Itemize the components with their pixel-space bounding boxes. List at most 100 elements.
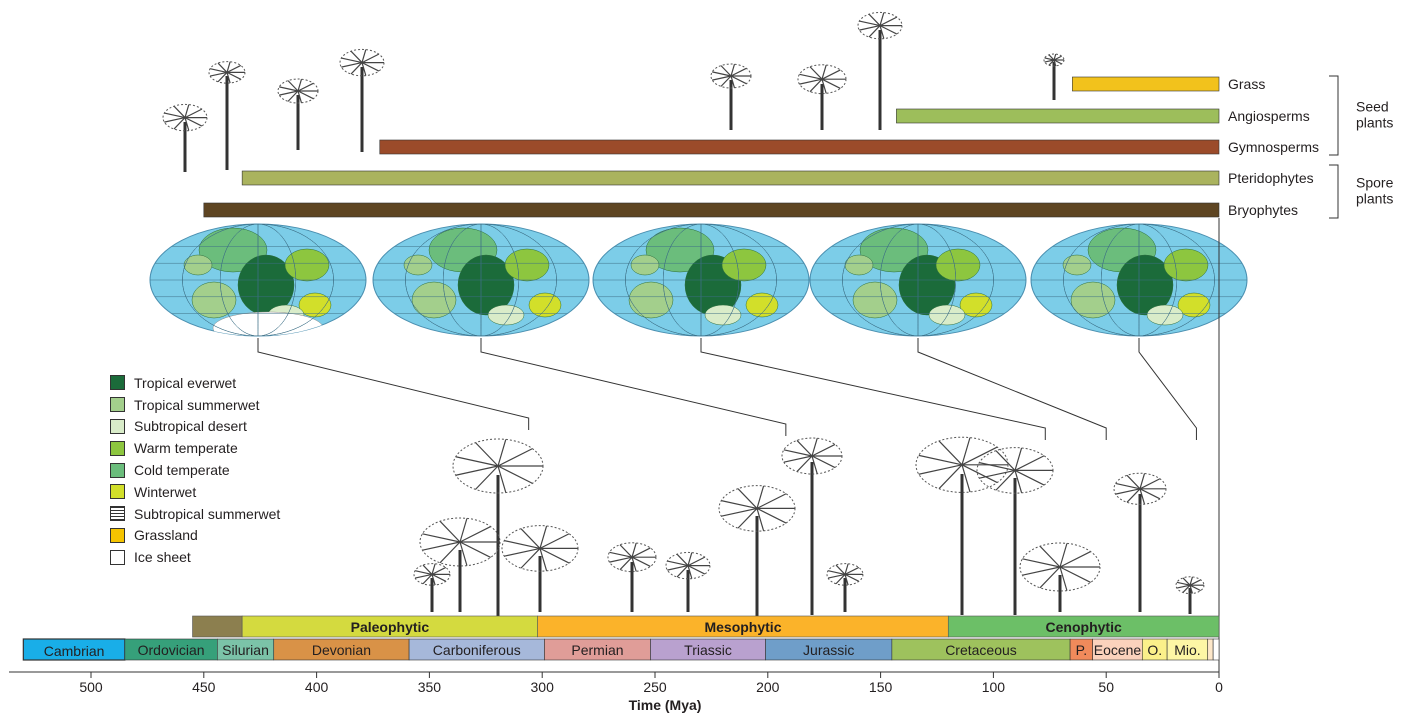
tick-label: 300 (531, 679, 555, 695)
umbrella-tree-sketch (857, 11, 903, 130)
legend-item: Ice sheet (110, 546, 280, 568)
legend-item: Tropical everwet (110, 372, 280, 394)
period-label: Cambrian (44, 643, 105, 659)
legend-swatch (110, 462, 125, 478)
era-label: Cenophytic (1046, 619, 1122, 635)
legend-swatch (110, 549, 125, 565)
legend-label: Ice sheet (134, 549, 191, 566)
landmass (1146, 304, 1184, 326)
period-label: Triassic (684, 642, 732, 658)
legend-swatch (110, 484, 125, 500)
legend-swatch (110, 375, 125, 391)
landmass (721, 248, 767, 282)
legend-label: Cold temperate (134, 462, 230, 479)
connector-line (700, 338, 1046, 440)
continents (1031, 224, 1247, 336)
paleo-globe (372, 223, 590, 337)
bennettite-sketch (665, 551, 711, 612)
group-label: Gymnosperms (1228, 139, 1319, 155)
grass-tuft-sketch (1175, 576, 1205, 614)
group-bar (379, 139, 1220, 155)
globe-connector-lines (257, 218, 1220, 672)
tick-label: 50 (1098, 679, 1114, 695)
era-segment (947, 615, 1220, 638)
landmass (1163, 248, 1209, 282)
bracket (1329, 164, 1339, 219)
landmass (959, 292, 993, 318)
conifer-sketch (339, 48, 385, 152)
group-bar (896, 108, 1220, 124)
legend-label: Warm temperate (134, 440, 238, 457)
landmass (704, 304, 742, 326)
plant-silhouettes (162, 11, 1205, 618)
connector-line (257, 338, 530, 430)
group-bar (241, 170, 1220, 186)
landmass (191, 281, 237, 319)
continents (810, 224, 1026, 336)
palm-sketch (710, 63, 752, 130)
legend-item: Winterwet (110, 481, 280, 503)
tick-label: 250 (643, 679, 667, 695)
tick-label: 200 (756, 679, 780, 695)
axis-title: Time (Mya) (629, 697, 702, 713)
paleo-globe (149, 223, 367, 337)
era-label: Paleophytic (351, 619, 430, 635)
cycad-small-sketch (826, 563, 864, 612)
lepidodendron-sketch (208, 61, 246, 170)
landmass (1070, 281, 1116, 319)
plant-group-bars: GrassAngiospermsGymnospermsPteridophytes… (203, 76, 1319, 218)
group-bar (203, 202, 1220, 218)
tick-label: 150 (869, 679, 893, 695)
paleo-globe (1030, 223, 1248, 337)
bracket-label: plants (1356, 115, 1393, 131)
period-label: Ordovician (138, 642, 205, 658)
bracket-label: Seed (1356, 99, 1389, 115)
legend-label: Winterwet (134, 483, 197, 500)
legend-item: Grassland (110, 525, 280, 547)
group-label: Pteridophytes (1228, 170, 1314, 186)
continents (150, 224, 366, 336)
paleo-globe (592, 223, 810, 337)
landmass (630, 254, 660, 276)
bracket-label: Spore (1356, 175, 1394, 191)
tree-fern-sketch (162, 103, 208, 172)
tick-label: 100 (982, 679, 1006, 695)
group-bar (1072, 76, 1220, 92)
legend-item: Subtropical desert (110, 416, 280, 438)
landmass (928, 304, 966, 326)
cycad-sketch (277, 78, 319, 150)
period-label: Carboniferous (433, 642, 521, 658)
period-label: O. (1147, 642, 1162, 658)
landmass (1062, 254, 1092, 276)
landmass (284, 248, 330, 282)
bracket-label: plants (1356, 191, 1393, 207)
tick-label: 400 (305, 679, 329, 695)
horsetail-sketch (413, 563, 451, 612)
paleo-globes (149, 223, 1248, 337)
group-label: Angiosperms (1228, 108, 1310, 124)
legend-swatch (110, 397, 125, 413)
angiosperm-tree-sketch (915, 436, 1009, 615)
connector-line (480, 338, 787, 436)
era-label: Mesophytic (704, 619, 781, 635)
landmass (628, 281, 674, 319)
connector-line (917, 338, 1107, 440)
grass-sketch (1043, 53, 1065, 100)
landmass (852, 281, 898, 319)
tick-label: 500 (79, 679, 103, 695)
group-label: Bryophytes (1228, 202, 1298, 218)
legend-label: Grassland (134, 527, 198, 544)
cycad-large-sketch (607, 542, 657, 612)
landmass (403, 254, 433, 276)
legend-swatch (110, 418, 125, 434)
landmass (411, 281, 457, 319)
ginkgo-sketch (781, 437, 843, 615)
legend-swatch (110, 527, 125, 543)
bracket (1329, 75, 1339, 156)
landmass (935, 248, 981, 282)
tree-fern-large-sketch (419, 517, 501, 612)
